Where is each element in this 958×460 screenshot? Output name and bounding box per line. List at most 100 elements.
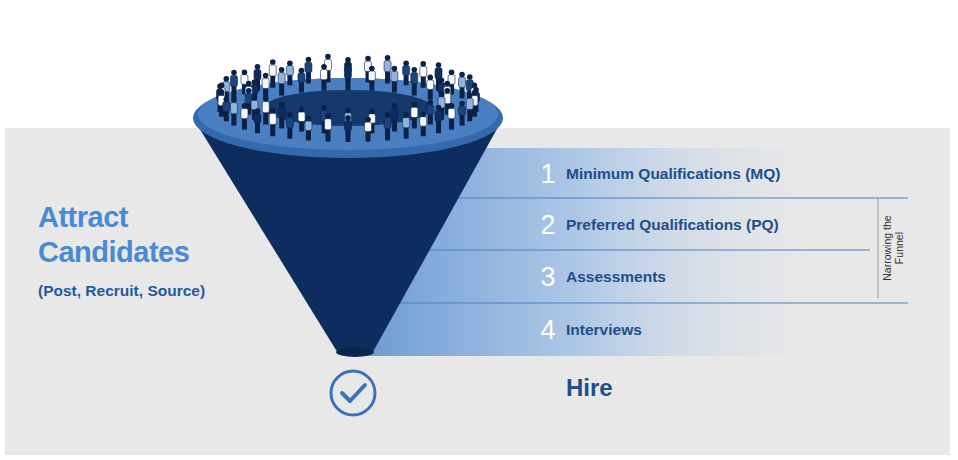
person-figure: [252, 79, 258, 85]
person-figure: [254, 69, 261, 79]
person-figure: [345, 61, 351, 67]
stage-label: Minimum Qualifications (MQ): [566, 165, 780, 183]
person-figure: [368, 71, 375, 81]
person-figure: [449, 103, 455, 109]
check-mark: [342, 385, 365, 401]
person-figure: [459, 101, 465, 107]
check-circle: [331, 371, 375, 415]
person-figure: [298, 112, 305, 122]
person-figure: [306, 57, 312, 63]
person-figure: [269, 65, 276, 76]
person-figure: [345, 77, 350, 90]
stage-label: Assessments: [566, 268, 666, 286]
person-figure: [224, 110, 229, 121]
person-figure: [345, 115, 351, 121]
person-figure: [325, 129, 330, 142]
person-figure: [427, 75, 433, 81]
person-figure: [270, 108, 276, 114]
person-figure: [223, 102, 230, 112]
person-figure: [428, 100, 434, 106]
person-figure: [421, 76, 426, 88]
person-figure: [403, 60, 409, 66]
person-figure: [279, 102, 285, 108]
person-figure: [325, 54, 331, 60]
funnel-rim-top: [198, 78, 498, 150]
person-figure: [287, 74, 292, 85]
bracket-label: Narrowing the Funnel: [881, 210, 905, 286]
person-figure: [279, 83, 284, 96]
person-figure: [420, 61, 426, 67]
stage-number: 3: [534, 262, 562, 293]
person-figure: [242, 118, 247, 130]
stage-number: 4: [534, 315, 562, 346]
stage-band: 4Interviews: [534, 306, 642, 354]
person-figure: [392, 81, 397, 93]
person-figure: [223, 96, 229, 102]
person-figure: [365, 56, 371, 62]
person-figure: [269, 113, 276, 124]
person-figure: [270, 59, 276, 65]
crowd: [217, 54, 480, 142]
funnel-spout: [336, 347, 374, 357]
person-figure: [385, 128, 390, 141]
person-figure: [299, 68, 305, 74]
person-figure: [466, 98, 473, 109]
person-figure: [286, 117, 293, 127]
person-figure: [369, 80, 374, 91]
person-figure: [391, 71, 398, 81]
person-figure: [286, 66, 293, 76]
person-figure: [254, 114, 261, 124]
person-figure: [246, 88, 252, 94]
bracket-line: [878, 198, 879, 298]
person-figure: [392, 103, 398, 109]
person-figure: [420, 111, 426, 117]
person-figure: [392, 119, 397, 132]
person-figure: [385, 55, 391, 61]
person-figure: [231, 86, 236, 99]
person-figure: [231, 97, 237, 103]
person-figure: [305, 121, 312, 131]
person-figure: [412, 117, 417, 129]
person-figure: [439, 91, 445, 97]
person-figure: [279, 67, 285, 73]
person-figure: [219, 90, 225, 96]
person-figure: [365, 122, 372, 132]
person-figure: [439, 77, 445, 83]
person-figure: [366, 131, 371, 142]
band-divider: [378, 250, 870, 251]
person-figure: [223, 76, 229, 82]
person-figure: [262, 78, 269, 88]
person-figure: [365, 117, 371, 123]
person-figure: [412, 83, 417, 96]
person-figure: [231, 113, 236, 126]
person-figure: [411, 107, 418, 117]
person-figure: [299, 121, 304, 132]
person-figure: [306, 116, 312, 122]
person-figure: [403, 112, 409, 118]
person-figure: [255, 122, 260, 133]
person-figure: [448, 108, 455, 118]
person-figure: [345, 107, 351, 113]
person-figure: [263, 112, 268, 125]
person-figure: [278, 73, 285, 84]
person-figure: [298, 73, 305, 83]
person-figure: [217, 83, 223, 89]
person-figure: [252, 95, 258, 101]
person-figure: [467, 93, 473, 99]
stage-number: 2: [534, 210, 562, 241]
person-figure: [369, 66, 375, 72]
person-figure: [467, 74, 473, 80]
person-figure: [472, 90, 478, 96]
section-heading: Attract Candidates: [38, 200, 238, 270]
person-figure: [391, 109, 398, 120]
person-figure: [428, 89, 433, 100]
person-figure: [436, 62, 442, 68]
person-figure: [384, 61, 391, 72]
person-figure: [420, 117, 427, 127]
person-figure: [392, 66, 398, 72]
person-figure: [435, 110, 442, 121]
person-figure: [287, 127, 292, 139]
stage-label: Interviews: [566, 321, 642, 339]
person-figure: [230, 75, 237, 86]
person-figure: [306, 72, 311, 84]
